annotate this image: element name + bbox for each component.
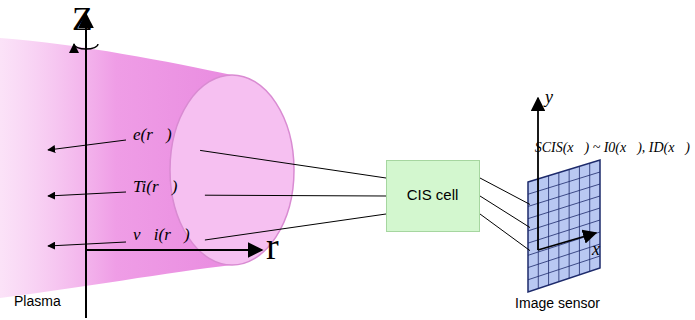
z-axis	[85, 14, 87, 318]
axis-label: y	[545, 88, 553, 108]
ion-temperature-label: Ti(r⃗)	[133, 178, 177, 197]
r-axis	[86, 249, 262, 251]
density-label: e(r⃗)	[133, 126, 172, 145]
y-axis	[537, 98, 539, 250]
flow-arrow	[48, 140, 126, 150]
x-axis	[538, 233, 596, 250]
light-path	[205, 195, 386, 197]
plasma-region: Plasma e(r⃗) Ti(r⃗) v⃗i(r⃗)	[0, 0, 300, 320]
light-path	[480, 214, 530, 251]
cis-cell-label: CIS cell	[407, 187, 459, 204]
axis-label: Z	[72, 0, 93, 37]
cis-cell-box: CIS cell	[386, 160, 480, 232]
ion-velocity-label: v⃗i(r⃗)	[133, 226, 190, 245]
image-sensor-label: Image sensor	[515, 296, 600, 311]
light-path	[200, 150, 386, 178]
image-sensor-region: Image sensor	[505, 150, 610, 315]
light-path	[205, 214, 386, 240]
flow-arrow	[48, 242, 126, 246]
axis-label: r	[266, 226, 279, 268]
signal-equation: SCIS(x⃗) ~ I0(x⃗), ID(x⃗)	[535, 140, 690, 155]
flow-arrow	[48, 192, 126, 196]
rotation-arrow	[74, 44, 98, 49]
axis-label: x	[592, 240, 600, 260]
plasma-label: Plasma	[14, 294, 61, 309]
light-path	[480, 196, 530, 228]
